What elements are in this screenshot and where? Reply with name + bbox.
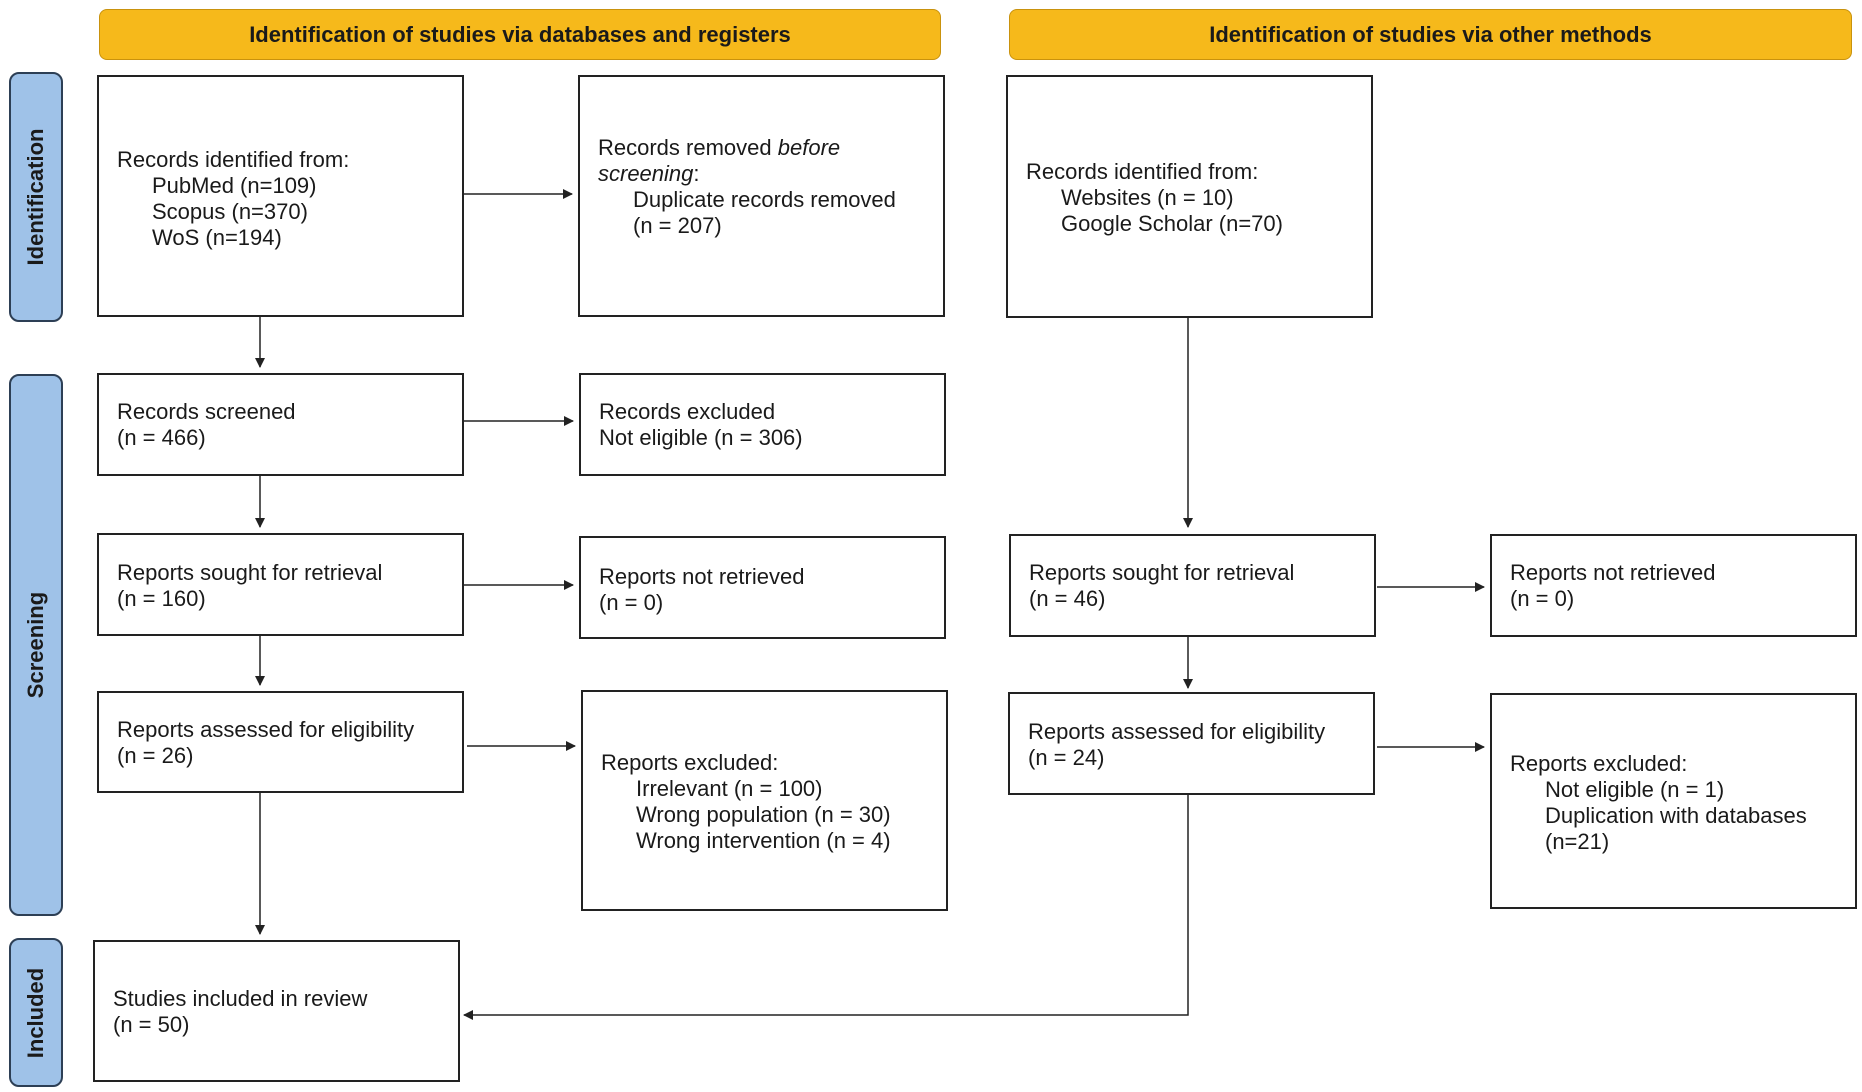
db-excluded-title: Records excluded	[599, 399, 776, 424]
other-sought-title: Reports sought for retrieval	[1029, 560, 1295, 585]
included-n: (n = 50)	[113, 1012, 190, 1037]
header-databases: Identification of studies via databases …	[99, 9, 941, 60]
other-excluded-not-eligible: Not eligible (n = 1)	[1545, 777, 1725, 802]
db-records-removed: Records removed before screening: Duplic…	[578, 75, 945, 317]
db-sought-title: Reports sought for retrieval	[117, 560, 383, 585]
other-reports-assessed: Reports assessed for eligibility (n = 24…	[1008, 692, 1375, 795]
other-identified-title: Records identified from:	[1026, 159, 1259, 184]
other-not-retrieved-n: (n = 0)	[1510, 586, 1575, 611]
header-databases-label: Identification of studies via databases …	[249, 21, 791, 47]
db-identified-title: Records identified from:	[117, 147, 350, 172]
db-excluded-irrelevant: Irrelevant (n = 100)	[636, 776, 823, 801]
db-studies-included: Studies included in review (n = 50)	[93, 940, 460, 1082]
db-reports-sought: Reports sought for retrieval (n = 160)	[97, 533, 464, 636]
db-removed-n: (n = 207)	[633, 213, 722, 238]
other-reports-sought: Reports sought for retrieval (n = 46)	[1009, 534, 1376, 637]
db-screened-title: Records screened	[117, 399, 296, 424]
other-reports-excluded: Reports excluded: Not eligible (n = 1) D…	[1490, 693, 1857, 909]
db-excluded-wrong-intervention: Wrong intervention (n = 4)	[636, 828, 891, 853]
header-other-label: Identification of studies via other meth…	[1209, 21, 1652, 47]
db-removed-screening: screening	[598, 161, 694, 186]
db-reports-excluded: Reports excluded: Irrelevant (n = 100) W…	[581, 690, 948, 911]
db-excluded-n: Not eligible (n = 306)	[599, 425, 803, 450]
db-screened-n: (n = 466)	[117, 425, 206, 450]
other-records-identified: Records identified from: Websites (n = 1…	[1006, 75, 1373, 318]
other-assessed-title: Reports assessed for eligibility	[1028, 719, 1326, 744]
other-identified-websites: Websites (n = 10)	[1061, 185, 1234, 210]
db-reports-not-retrieved: Reports not retrieved (n = 0)	[579, 536, 946, 639]
db-excluded-wrong-population: Wrong population (n = 30)	[636, 802, 891, 827]
other-sought-n: (n = 46)	[1029, 586, 1106, 611]
db-removed-line1-text: Records removed	[598, 135, 778, 160]
db-removed-before: before	[777, 135, 841, 160]
db-identified-scopus: Scopus (n=370)	[152, 199, 308, 224]
other-assessed-n: (n = 24)	[1028, 745, 1105, 770]
arrow-other-assessed-to-included	[463, 795, 1189, 1020]
db-sought-n: (n = 160)	[117, 586, 206, 611]
db-removed-line2: screening:	[598, 161, 943, 187]
db-assessed-title: Reports assessed for eligibility	[117, 717, 415, 742]
db-removed-line1: Records removed before	[598, 135, 943, 161]
db-assessed-n: (n = 26)	[117, 743, 194, 768]
db-records-identified: Records identified from: PubMed (n=109) …	[97, 75, 464, 317]
phase-screening: Screening	[9, 374, 63, 916]
other-not-retrieved-title: Reports not retrieved	[1510, 560, 1716, 585]
header-other-methods: Identification of studies via other meth…	[1009, 9, 1852, 60]
other-identified-google-scholar: Google Scholar (n=70)	[1061, 211, 1283, 236]
db-records-excluded: Records excluded Not eligible (n = 306)	[579, 373, 946, 476]
db-records-screened: Records screened (n = 466)	[97, 373, 464, 476]
other-excluded-duplication: Duplication with databases	[1545, 803, 1807, 828]
other-excluded-duplication-n: (n=21)	[1545, 829, 1610, 854]
db-identified-pubmed: PubMed (n=109)	[152, 173, 317, 198]
db-not-retrieved-n: (n = 0)	[599, 590, 664, 615]
included-title: Studies included in review	[113, 986, 368, 1011]
phase-included: Included	[9, 938, 63, 1087]
phase-identification: Identification	[9, 72, 63, 322]
db-reports-excluded-title: Reports excluded:	[601, 750, 779, 775]
db-not-retrieved-title: Reports not retrieved	[599, 564, 805, 589]
db-removed-colon: :	[693, 161, 700, 186]
other-reports-not-retrieved: Reports not retrieved (n = 0)	[1490, 534, 1857, 637]
db-removed-duplicates: Duplicate records removed	[633, 187, 896, 212]
db-identified-wos: WoS (n=194)	[152, 225, 282, 250]
db-reports-assessed: Reports assessed for eligibility (n = 26…	[97, 691, 464, 793]
other-reports-excluded-title: Reports excluded:	[1510, 751, 1688, 776]
